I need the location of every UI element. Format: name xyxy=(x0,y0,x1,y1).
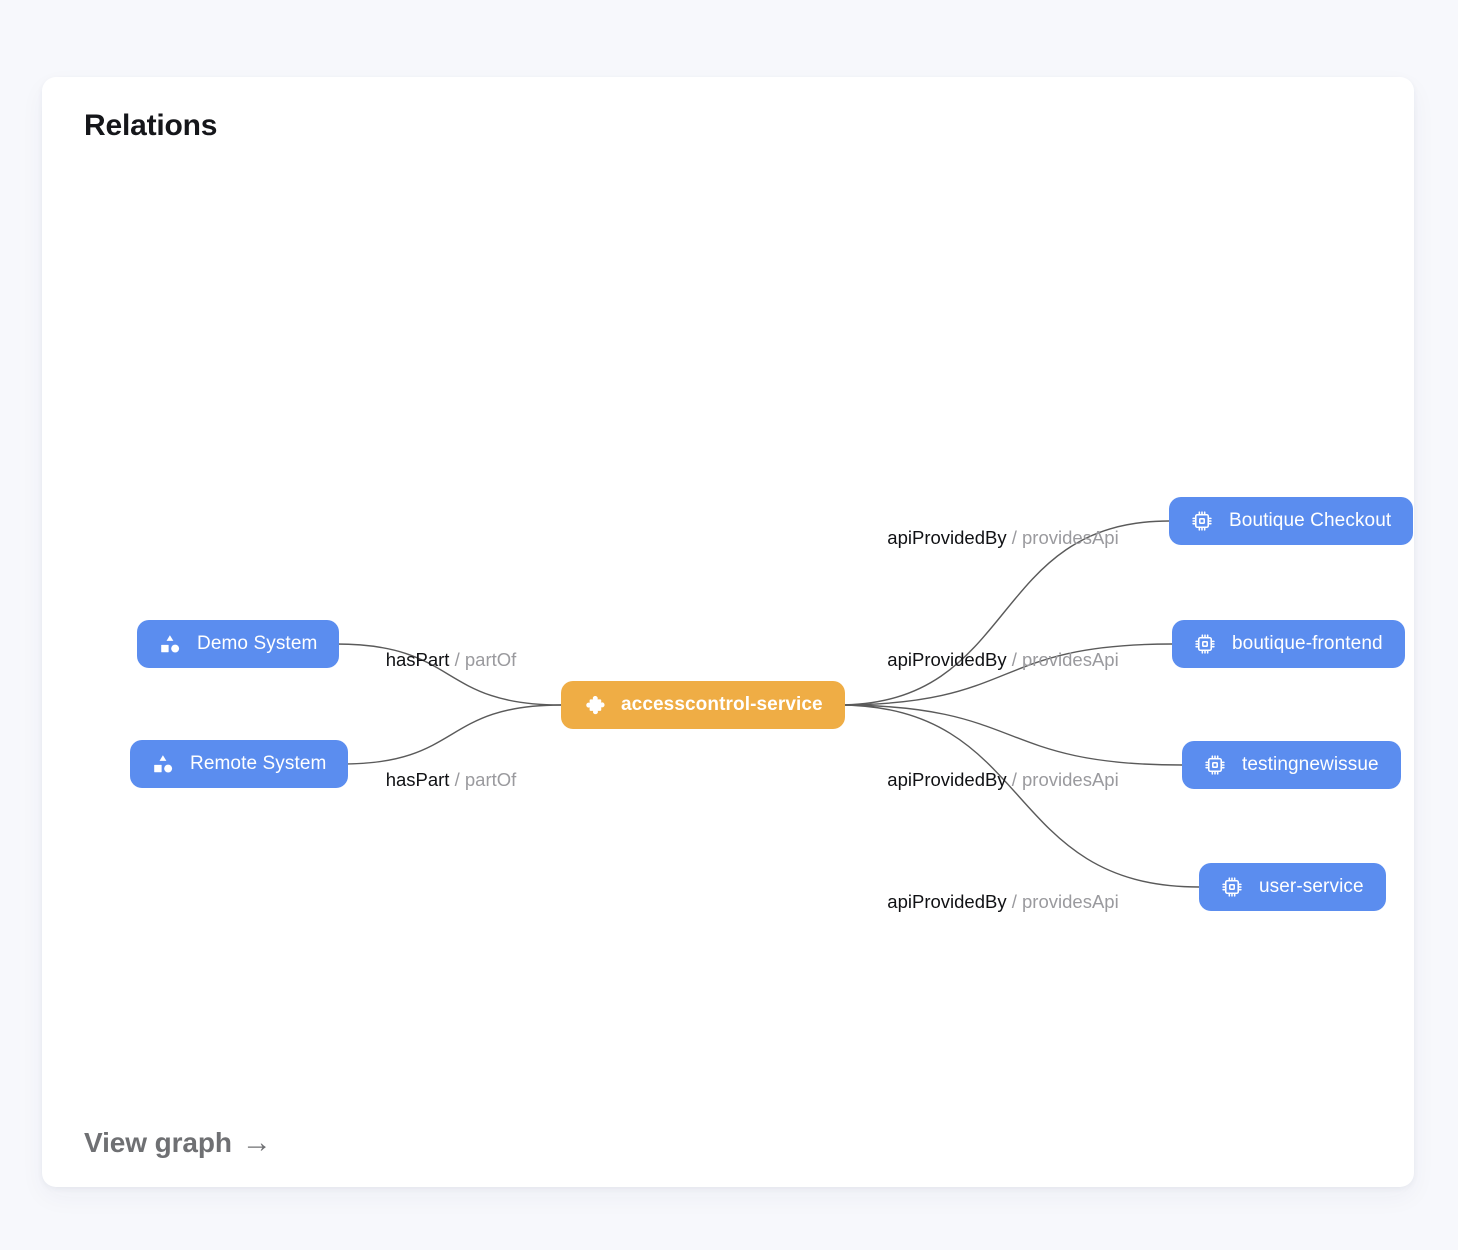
edge-label-reverse: partOf xyxy=(464,649,517,670)
edge-label-reverse: providesApi xyxy=(1022,527,1119,548)
edge-path-remote-system xyxy=(341,704,562,765)
edge-label-separator: / xyxy=(449,769,465,790)
edge-label-forward: apiProvidedBy xyxy=(887,769,1007,790)
edge-label-reverse: providesApi xyxy=(1022,769,1119,790)
edge-label-separator: / xyxy=(1006,527,1023,548)
node-label: user-service xyxy=(1259,876,1364,897)
edge-label-reverse: providesApi xyxy=(1022,891,1119,912)
edge-path-boutique-frontend xyxy=(837,643,1173,706)
relations-card: Relations accesscontrol-service Demo Syst… xyxy=(42,77,1414,1187)
edge-label-forward: hasPart xyxy=(385,649,450,670)
graph-node-demo-system[interactable]: Demo System xyxy=(137,620,340,668)
graph-node-boutique-frontend[interactable]: boutique-frontend xyxy=(1172,620,1405,668)
edge-label-forward: hasPart xyxy=(385,769,450,790)
shapes-icon xyxy=(159,633,181,655)
edge-label-testingnewissue: apiProvidedBy / providesApi xyxy=(887,769,1118,791)
edge-path-testingnewissue xyxy=(837,704,1183,766)
graph-node-boutique-checkout[interactable]: Boutique Checkout xyxy=(1169,497,1414,545)
graph-node-user-service[interactable]: user-service xyxy=(1199,863,1386,911)
edge-label-reverse: partOf xyxy=(464,769,517,790)
edge-label-forward: apiProvidedBy xyxy=(887,649,1007,670)
edge-label-forward: apiProvidedBy xyxy=(887,527,1007,548)
graph-edges xyxy=(335,520,1200,888)
edge-label-accesscontrol-service: hasPart / partOf xyxy=(386,649,517,671)
node-label: Remote System xyxy=(190,753,327,774)
edge-label-separator: / xyxy=(449,649,465,670)
edge-label-forward: apiProvidedBy xyxy=(887,891,1007,912)
edge-path-demo-system xyxy=(335,643,562,706)
edge-label-accesscontrol-service: hasPart / partOf xyxy=(386,769,517,791)
edge-label-user-service: apiProvidedBy / providesApi xyxy=(887,891,1118,913)
graph-node-remote-system[interactable]: Remote System xyxy=(130,740,349,788)
puzzle-piece-icon xyxy=(583,694,605,716)
chip-icon xyxy=(1191,510,1213,532)
view-graph-label: View graph xyxy=(84,1127,232,1158)
shapes-icon xyxy=(152,753,174,775)
graph-node-testingnewissue[interactable]: testingnewissue xyxy=(1182,741,1401,789)
edge-label-separator: / xyxy=(1006,891,1023,912)
view-graph-link[interactable]: View graph → xyxy=(84,1127,272,1159)
node-label: testingnewissue xyxy=(1242,754,1379,775)
edge-label-separator: / xyxy=(1006,769,1023,790)
arrow-right-icon: → xyxy=(241,1126,272,1159)
chip-icon xyxy=(1194,633,1216,655)
edge-label-boutique-frontend: apiProvidedBy / providesApi xyxy=(887,649,1118,671)
edge-path-user-service xyxy=(837,704,1200,888)
node-label: accesscontrol-service xyxy=(621,694,823,715)
edge-label-reverse: providesApi xyxy=(1022,649,1119,670)
edge-label-separator: / xyxy=(1006,649,1023,670)
graph-node-accesscontrol-service[interactable]: accesscontrol-service xyxy=(561,681,845,729)
chip-icon xyxy=(1221,876,1243,898)
node-label: Boutique Checkout xyxy=(1229,510,1392,531)
edge-path-boutique-checkout xyxy=(837,520,1170,706)
page-title: Relations xyxy=(84,109,218,142)
node-label: boutique-frontend xyxy=(1232,633,1383,654)
chip-icon xyxy=(1204,754,1226,776)
edge-label-boutique-checkout: apiProvidedBy / providesApi xyxy=(887,527,1118,549)
node-label: Demo System xyxy=(197,633,318,654)
